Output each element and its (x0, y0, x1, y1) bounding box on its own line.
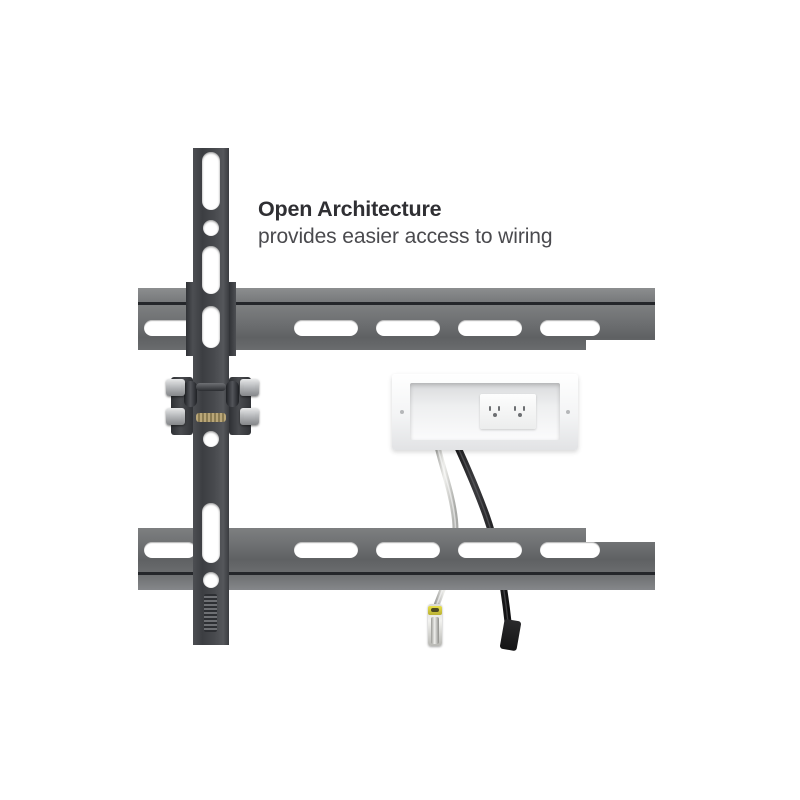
pivot-washer-right (226, 381, 239, 407)
threaded-rod (196, 413, 226, 422)
vertical-rail-hole (203, 220, 219, 236)
lower-rail-end-step (586, 528, 655, 542)
vertical-rail-slot (202, 152, 220, 210)
upper-rail-slot (294, 320, 358, 336)
lower-rail-slot (294, 542, 358, 558)
lower-rail-seam (138, 572, 655, 575)
upper-rail-slot (458, 320, 522, 336)
callout-text-block: Open Architecture provides easier access… (258, 197, 698, 250)
vertical-rail-flange-right (229, 282, 236, 356)
upper-rail-bevel (138, 288, 655, 302)
lower-rail-slot (376, 542, 440, 558)
vertical-rail-hole (203, 431, 219, 447)
wall-plate-screw-right (566, 410, 570, 414)
power-outlet (480, 394, 536, 429)
lower-rail-slot (540, 542, 600, 558)
vertical-mounting-rail (193, 148, 229, 645)
lower-rail-slot (144, 542, 196, 558)
upper-rail-slot (376, 320, 440, 336)
lower-rail-bevel (138, 575, 655, 590)
vertical-rail-knurl (204, 594, 217, 632)
coax-f-connector (428, 604, 442, 646)
lower-rail-slot (458, 542, 522, 558)
coax-connector-barrel (431, 617, 439, 644)
vertical-rail-slot (202, 503, 220, 563)
pivot-washer-left (184, 381, 197, 407)
wall-plate-screw-left (400, 410, 404, 414)
tilt-bolt-upper-right[interactable] (240, 379, 259, 396)
upper-rail-end-step (586, 340, 655, 356)
vertical-rail-flange-left (186, 282, 193, 356)
tilt-bolt-upper-left[interactable] (166, 379, 185, 396)
upper-rail-seam (138, 302, 655, 305)
upper-rail-slot (540, 320, 600, 336)
tilt-bolt-lower-right[interactable] (240, 408, 259, 425)
vertical-rail-slot (202, 306, 220, 348)
callout-subtitle: provides easier access to wiring (258, 225, 553, 249)
pivot-rod (196, 383, 226, 391)
outlet-socket-left (486, 405, 504, 420)
upper-rail-slot (144, 320, 196, 336)
coax-connector-band (428, 606, 442, 615)
tilt-bolt-lower-left[interactable] (166, 408, 185, 425)
recessed-wall-plate (392, 374, 578, 450)
callout-title: Open Architecture (258, 197, 442, 221)
vertical-rail-hole (203, 572, 219, 588)
vertical-rail-slot (202, 246, 220, 294)
outlet-socket-right (511, 405, 529, 420)
